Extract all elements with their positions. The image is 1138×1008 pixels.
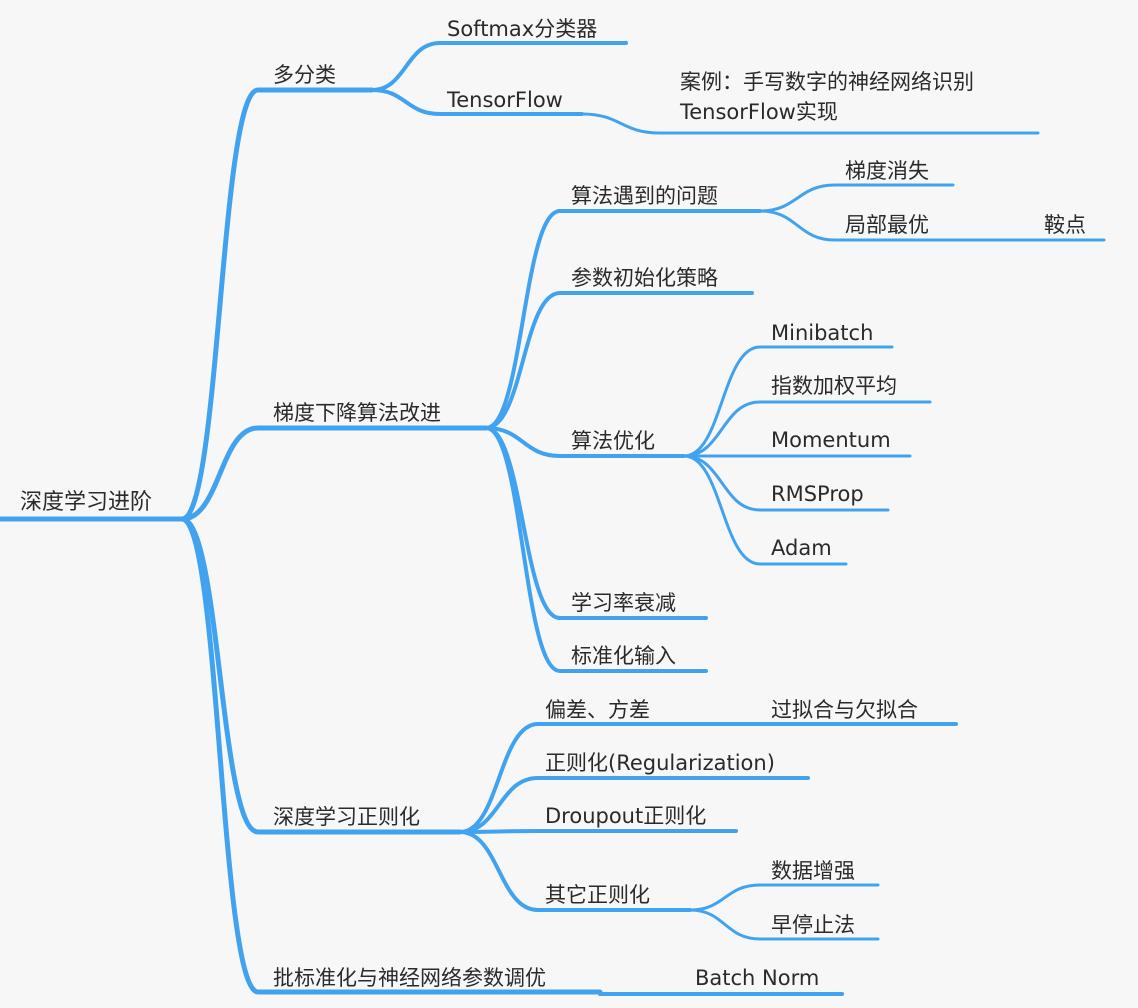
link-minibatch [682,345,894,458]
node-regularization[interactable]: 正则化(Regularization) [545,751,775,775]
node-normalize-input[interactable]: 标准化输入 [571,644,676,668]
node-minibatch[interactable]: Minibatch [771,321,874,345]
node-tensorflow-case[interactable]: 案例：手写数字的神经网络识别 TensorFlow实现 [680,70,974,124]
node-over-under-fit[interactable]: 过拟合与欠拟合 [771,698,918,722]
node-param-init[interactable]: 参数初始化策略 [571,266,718,290]
node-softmax[interactable]: Softmax分类器 [447,17,598,41]
node-saddle-point[interactable]: 鞍点 [1044,213,1086,237]
link-dropout [458,829,738,834]
node-root[interactable]: 深度学习进阶 [20,490,153,515]
link-bias-variance [458,722,958,834]
link-tensorflow [370,88,584,116]
link-rmsprop [682,454,890,512]
link-adam [682,454,848,566]
link-param-init [484,291,754,430]
node-early-stopping[interactable]: 早停止法 [771,913,855,937]
link-regularization [458,776,810,834]
node-dropout[interactable]: Droupout正则化 [545,804,707,828]
link-algo-optimization [484,426,686,458]
node-rmsprop[interactable]: RMSProp [771,482,864,506]
node-tensorflow[interactable]: TensorFlow [447,88,563,112]
link-ewa [682,400,932,458]
link-root-gradient [179,425,489,522]
link-tensorflow-case [580,112,1040,135]
link-algo-problems [484,209,762,430]
link-root-batchnorm [179,516,603,995]
link-softmax [370,41,628,92]
node-multiclass[interactable]: 多分类 [273,63,336,87]
node-data-augmentation[interactable]: 数据增强 [771,859,855,883]
node-lr-decay[interactable]: 学习率衰减 [571,591,676,615]
node-algo-problems[interactable]: 算法遇到的问题 [571,184,718,208]
link-data-augmentation [688,883,880,912]
node-ewa[interactable]: 指数加权平均 [771,374,897,398]
link-local-optimum [758,209,1106,242]
link-other-regularization [458,830,692,912]
node-momentum[interactable]: Momentum [771,428,891,452]
node-batch-norm[interactable]: Batch Norm [695,966,820,990]
link-vanishing-gradient [758,183,955,213]
node-adam[interactable]: Adam [771,536,832,560]
link-early-stopping [688,908,880,941]
node-local-optimum[interactable]: 局部最优 [845,213,929,237]
node-batchnorm-tuning[interactable]: 批标准化与神经网络参数调优 [273,966,546,990]
node-regularization-main[interactable]: 深度学习正则化 [273,805,420,829]
node-algo-optimization[interactable]: 算法优化 [571,429,655,453]
node-bias-variance[interactable]: 偏差、方差 [545,698,650,722]
link-normalize-input [484,426,708,673]
node-vanishing-gradient[interactable]: 梯度消失 [845,159,929,183]
node-other-regularization[interactable]: 其它正则化 [545,883,650,907]
link-root-multiclass [179,87,375,522]
node-gradient-descent[interactable]: 梯度下降算法改进 [273,401,441,425]
